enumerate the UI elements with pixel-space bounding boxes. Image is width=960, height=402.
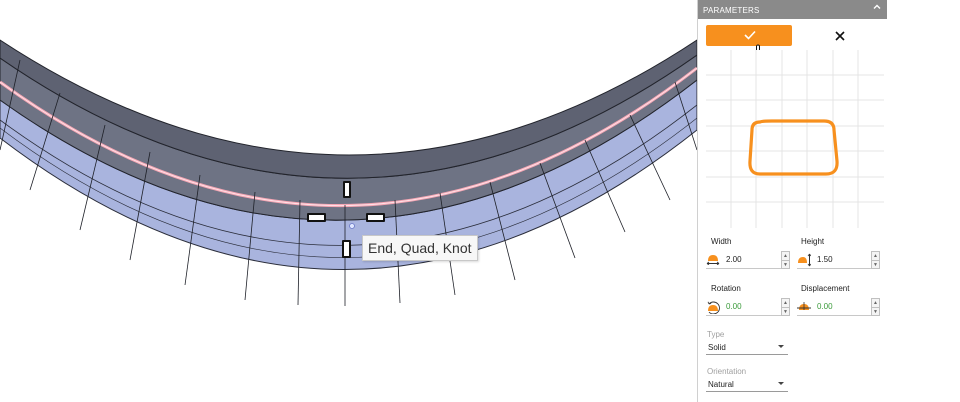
3d-viewport[interactable]: End, Quad, Knot xyxy=(0,0,697,402)
type-select[interactable]: Solid xyxy=(706,341,788,355)
checkmark-icon xyxy=(744,30,756,40)
height-stepper[interactable]: ▲▼ xyxy=(871,251,880,269)
grip-handle-right[interactable] xyxy=(366,213,385,222)
grip-handle-top[interactable] xyxy=(343,181,351,198)
rotation-stepper[interactable]: ▲▼ xyxy=(781,298,790,316)
orientation-label: Orientation xyxy=(707,367,747,376)
snap-tooltip: End, Quad, Knot xyxy=(362,235,478,261)
orientation-value: Natural xyxy=(708,380,734,389)
close-icon xyxy=(835,31,845,41)
chevron-up-icon[interactable] xyxy=(871,2,883,16)
displacement-field[interactable]: 0.00 xyxy=(797,298,879,316)
displacement-stepper[interactable]: ▲▼ xyxy=(871,298,880,316)
displacement-value: 0.00 xyxy=(817,302,833,311)
height-label: Height xyxy=(801,237,825,246)
width-field[interactable]: 2.00 xyxy=(706,251,788,269)
width-label: Width xyxy=(711,237,732,246)
panel-title: PARAMETERS xyxy=(703,6,760,15)
chevron-down-icon xyxy=(778,382,784,385)
confirm-button[interactable] xyxy=(706,25,792,46)
ring-mesh xyxy=(0,39,697,306)
rotation-value: 0.00 xyxy=(726,302,742,311)
rotation-field[interactable]: 0.00 xyxy=(706,298,788,316)
parameters-panel: PARAMETERS xyxy=(697,0,887,402)
rotation-icon xyxy=(707,301,720,314)
chevron-down-icon xyxy=(778,345,784,348)
cancel-button[interactable] xyxy=(832,28,848,44)
height-icon xyxy=(798,253,811,267)
height-field[interactable]: 1.50 xyxy=(797,251,879,269)
panel-header: PARAMETERS xyxy=(698,0,887,19)
grip-handle-bottom[interactable] xyxy=(342,240,351,258)
type-value: Solid xyxy=(708,343,726,352)
width-value: 2.00 xyxy=(726,255,742,264)
width-icon xyxy=(706,255,720,265)
rotation-label: Rotation xyxy=(711,284,741,293)
grip-handle-left[interactable] xyxy=(307,213,326,222)
profile-preview xyxy=(706,50,884,228)
height-value: 1.50 xyxy=(817,255,833,264)
displacement-label: Displacement xyxy=(801,284,850,293)
type-label: Type xyxy=(707,330,725,339)
orientation-select[interactable]: Natural xyxy=(706,378,788,392)
displacement-icon xyxy=(797,302,811,310)
width-stepper[interactable]: ▲▼ xyxy=(781,251,790,269)
